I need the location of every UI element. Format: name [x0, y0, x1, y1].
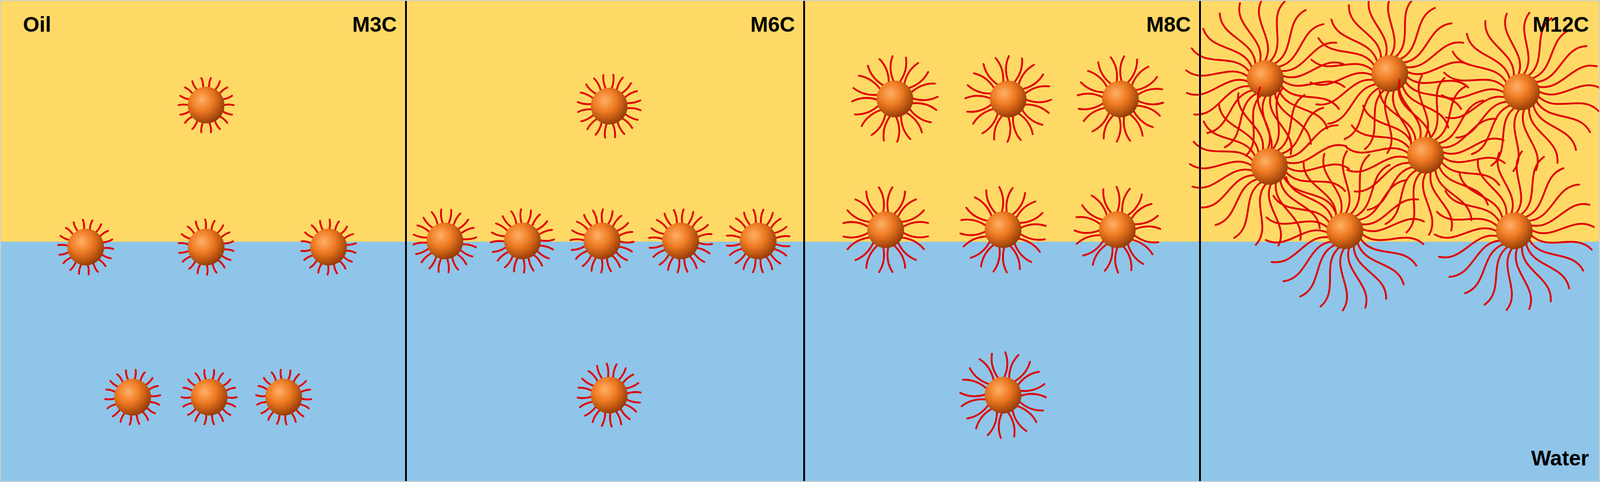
particle-core [187, 228, 225, 266]
particle-core [867, 211, 905, 248]
nanoparticle [58, 219, 114, 275]
ligand-chains [181, 369, 237, 424]
ligand-chains [301, 219, 356, 275]
particle-core [1407, 136, 1444, 174]
ligand-chains [960, 186, 1046, 273]
nanoparticle [1074, 186, 1161, 273]
nanoparticle [570, 209, 634, 273]
ligand-chains [1074, 186, 1161, 273]
ligand-chains [1265, 151, 1424, 311]
nanoparticle [256, 369, 312, 425]
particle-core [1503, 73, 1540, 111]
panel-divider [1199, 0, 1201, 482]
nanoparticle [105, 369, 161, 425]
nanoparticle [1077, 56, 1164, 142]
ligand-chains [570, 209, 634, 273]
panel-divider [405, 0, 407, 482]
particle-core [114, 378, 152, 416]
ligand-chains [1186, 0, 1345, 158]
particle-core [426, 222, 464, 260]
ligand-chains [178, 78, 234, 133]
particle-core [662, 222, 699, 260]
particle-core [583, 222, 621, 260]
panel-label: M8C [1146, 13, 1191, 35]
phase-label: Oil [22, 13, 51, 35]
particle-core [1246, 60, 1284, 97]
panel-label: M12C [1532, 13, 1589, 35]
particle-core [67, 228, 105, 266]
nanoparticle [1442, 12, 1600, 172]
ligand-chains [649, 209, 713, 273]
panel-label: M3C [352, 13, 397, 35]
nanoparticle [960, 186, 1046, 273]
nanoparticle [181, 369, 237, 424]
nanoparticle [726, 209, 790, 272]
nanoparticle [965, 56, 1052, 142]
particle-core [1098, 211, 1136, 248]
panel-divider [803, 0, 806, 482]
particle-core [265, 378, 303, 416]
nanoparticle [1434, 151, 1594, 310]
ligand-chains [256, 369, 312, 425]
nanoparticle [577, 363, 641, 427]
ligand-chains [413, 209, 477, 273]
particle-core [309, 228, 347, 266]
particle-core [1250, 147, 1288, 185]
ligand-chains [726, 209, 790, 272]
ligand-chains [105, 369, 161, 425]
particle-core [187, 86, 225, 124]
particle-core [1495, 212, 1533, 249]
nanoparticle [490, 209, 555, 273]
ligand-chains [577, 74, 641, 138]
ligand-chains [1442, 12, 1600, 172]
ligand-chains [965, 56, 1052, 142]
particle-core [984, 211, 1022, 248]
particle-core [1371, 55, 1409, 92]
particle-core [1102, 80, 1139, 118]
ligand-chains [843, 187, 929, 272]
ligand-chains [577, 363, 641, 427]
particle-core [989, 80, 1027, 118]
particle-core [591, 87, 628, 125]
ligand-chains [1077, 56, 1164, 142]
nanoparticle [649, 209, 713, 273]
particle-core [591, 376, 628, 414]
nanoparticle [301, 219, 356, 275]
nanoparticle [852, 56, 938, 142]
ligand-chains [960, 352, 1046, 438]
nanoparticle [178, 219, 234, 275]
particle-group [58, 0, 1600, 438]
water-phase [0, 241, 1600, 482]
ligand-chains [58, 219, 114, 275]
ligand-chains [852, 56, 938, 142]
particle-core [1326, 212, 1364, 249]
particle-core [504, 222, 541, 260]
particle-core [876, 80, 914, 118]
particle-core [739, 222, 777, 260]
nanoparticle [413, 209, 477, 273]
ligand-chains [1189, 87, 1349, 246]
nanoparticle [1265, 151, 1424, 311]
ligand-chains [490, 209, 555, 273]
panel-label: M6C [750, 13, 795, 35]
particle-core [984, 376, 1022, 414]
nanoparticle [577, 74, 641, 138]
ligand-chains [1434, 151, 1594, 310]
nanoparticle [1189, 87, 1349, 246]
particle-core [191, 378, 228, 416]
nanoparticle [843, 187, 929, 272]
nanoparticle [178, 78, 234, 133]
phase-label: Water [1531, 447, 1589, 469]
ligand-chains [178, 219, 234, 275]
nanoparticle [1186, 0, 1345, 158]
nanoparticle [960, 352, 1046, 438]
